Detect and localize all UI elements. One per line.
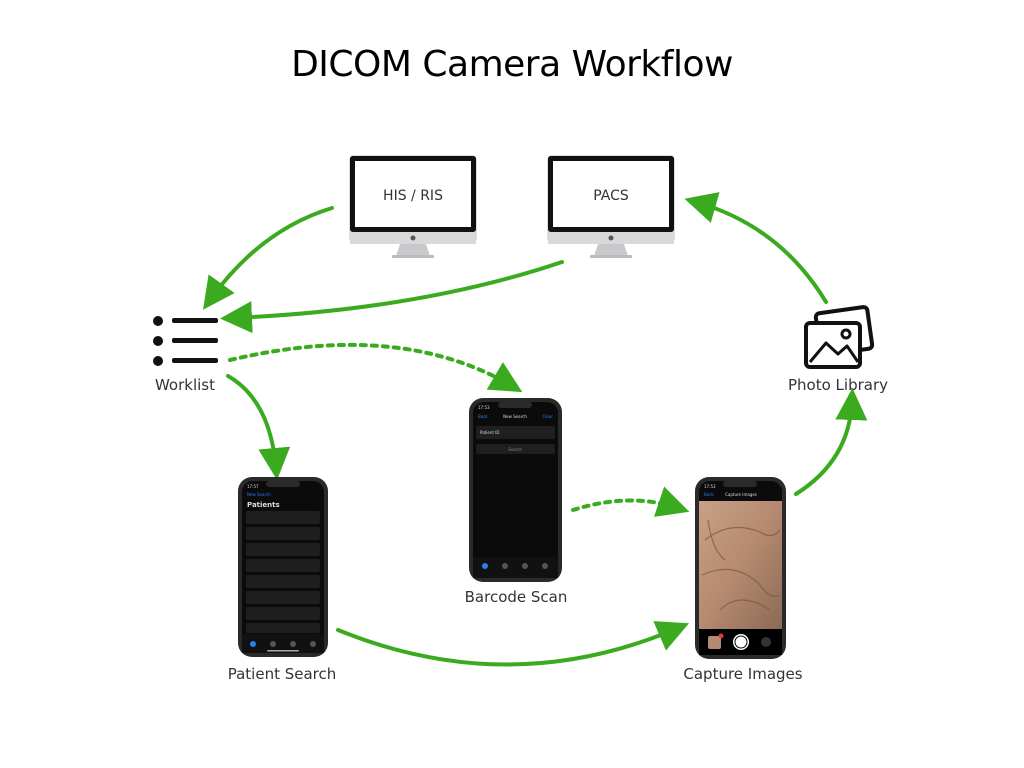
svg-text:Patients: Patients xyxy=(247,501,280,509)
patient-search-label: Patient Search xyxy=(212,665,352,683)
svg-text:New Search: New Search xyxy=(503,414,527,419)
svg-text:Back: Back xyxy=(478,414,488,419)
barcode-scan-phone: 17:53 Back New Search Clear Patient ID S… xyxy=(469,398,562,582)
svg-text:Back: Back xyxy=(704,492,714,497)
pacs-label: PACS xyxy=(593,188,629,204)
svg-text:17:53: 17:53 xyxy=(478,405,490,410)
arrow-barcode-to-capture xyxy=(573,500,678,510)
barcode-scan-label: Barcode Scan xyxy=(446,588,586,606)
capture-images-phone: 17:53 Back Capture Images xyxy=(695,477,786,659)
arrow-his-to-worklist xyxy=(210,208,332,300)
worklist-label: Worklist xyxy=(135,376,235,394)
svg-text:17:53: 17:53 xyxy=(704,484,716,489)
arrow-capture-to-photo-library xyxy=(796,400,852,494)
svg-text:Capture Images: Capture Images xyxy=(725,492,757,497)
pacs-monitor-icon: PACS xyxy=(548,156,674,258)
svg-text:Patient ID: Patient ID xyxy=(480,430,499,435)
svg-text:17:57: 17:57 xyxy=(247,484,259,489)
arrow-photo-library-to-pacs xyxy=(696,202,826,302)
worklist-icon xyxy=(153,316,218,366)
arrow-worklist-to-barcode xyxy=(230,345,512,386)
his-ris-monitor-icon: HIS / RIS xyxy=(350,156,476,258)
svg-text:Clear: Clear xyxy=(543,414,554,419)
photo-library-icon xyxy=(806,307,873,367)
arrow-pacs-to-worklist xyxy=(232,262,562,318)
capture-images-label: Capture Images xyxy=(670,665,816,683)
his-ris-label: HIS / RIS xyxy=(383,188,443,204)
arrow-patient-search-to-capture xyxy=(338,628,678,665)
svg-text:Search: Search xyxy=(508,447,522,452)
arrow-worklist-to-patient-search xyxy=(228,376,276,468)
photo-library-label: Photo Library xyxy=(778,376,898,394)
svg-text:New Search: New Search xyxy=(247,492,271,497)
patient-search-phone: 17:57 New Search Patients xyxy=(238,477,328,657)
